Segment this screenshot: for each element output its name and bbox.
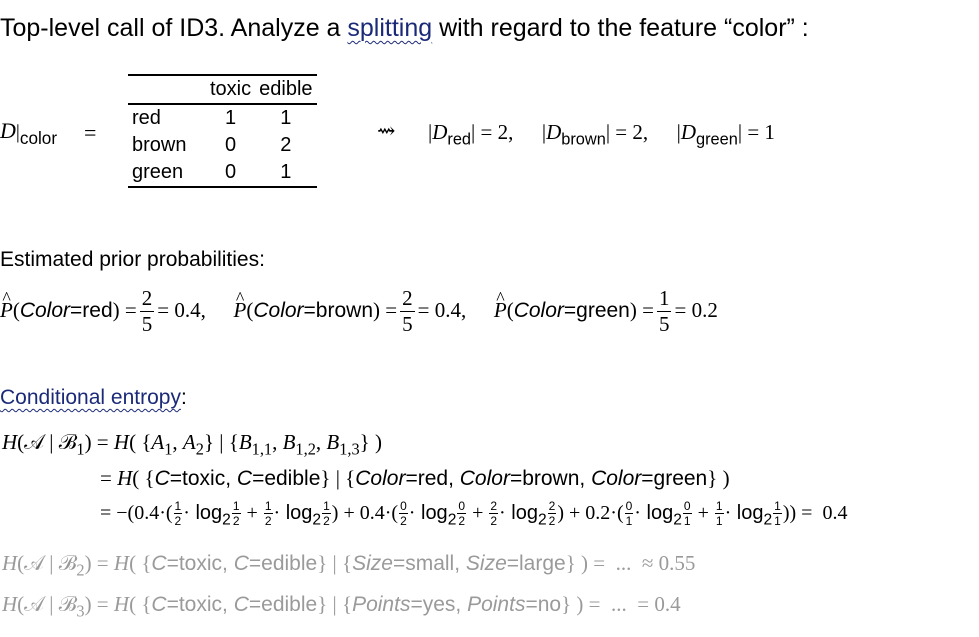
cell-toxic: 0 [206, 159, 256, 188]
dataset-lhs: D|color [0, 118, 58, 148]
table-header-toxic: toxic [206, 74, 256, 105]
page-title: Top-level call of ID3. Analyze a splitti… [0, 14, 809, 43]
cell-edible: 2 [280, 134, 292, 156]
count-brown: |Dbrown| = 2, [541, 120, 649, 149]
conditional-heading: Conditional entropy: [0, 386, 187, 409]
count-green: |Dgreen| = 1 [676, 120, 775, 149]
partition-counts: |Dred| = 2, |Dbrown| = 2, |Dgreen| = 1 [428, 120, 775, 150]
cell-edible: 1 [255, 159, 317, 188]
prior-red: P(Color=red) =25= 0.4, [0, 272, 206, 334]
cell-edible: 1 [280, 107, 292, 129]
priors-heading: Estimated prior probabilities: [0, 248, 265, 271]
table-row: brown 0 2 [128, 132, 317, 159]
row-label: brown [132, 134, 187, 156]
cell-toxic: 1 [225, 107, 237, 129]
conditional-entropy-link[interactable]: Conditional entropy [0, 386, 181, 409]
title-suffix: with regard to the feature “color” : [432, 14, 809, 42]
row-label: green [128, 159, 206, 188]
cell-toxic: 0 [225, 134, 237, 156]
splitting-link[interactable]: splitting [347, 14, 433, 42]
table-header-edible: edible [255, 74, 317, 105]
entropy-line-1: H(𝒜 | ℬ1) = H( {A1, A2} | {B1,1, B1,2, B… [2, 430, 382, 459]
entropy-line-2: = H( {C=toxic, C=edible} | {Color=red, C… [100, 466, 730, 490]
entropy-b3-line: H(𝒜 | ℬ3) = H( {C=toxic, C=edible} | {Po… [2, 592, 681, 621]
count-red: |Dred| = 2, [428, 120, 514, 149]
priors-formula: P(Color=red) =25= 0.4, P(Color=brown) =2… [0, 272, 718, 337]
color-table: toxic edible red 1 1 brown 0 2 green 0 1 [128, 74, 317, 188]
table-header-row: toxic edible [128, 74, 317, 105]
table-header-cell [128, 74, 206, 105]
row-label: red [132, 107, 161, 129]
prior-brown: P(Color=brown) =25= 0.4, [234, 272, 467, 334]
entropy-b2-line: H(𝒜 | ℬ2) = H( {C=toxic, C=edible} | {Si… [2, 551, 696, 580]
title-prefix: Top-level call of ID3. Analyze a [0, 14, 348, 42]
dataset-equals: = [84, 120, 97, 145]
table-row: red 1 1 [128, 104, 317, 132]
prior-green: P(Color=green) =15= 0.2 [494, 272, 718, 334]
table-row: green 0 1 [128, 159, 317, 188]
leads-to-arrow: ⇝ [377, 118, 396, 143]
